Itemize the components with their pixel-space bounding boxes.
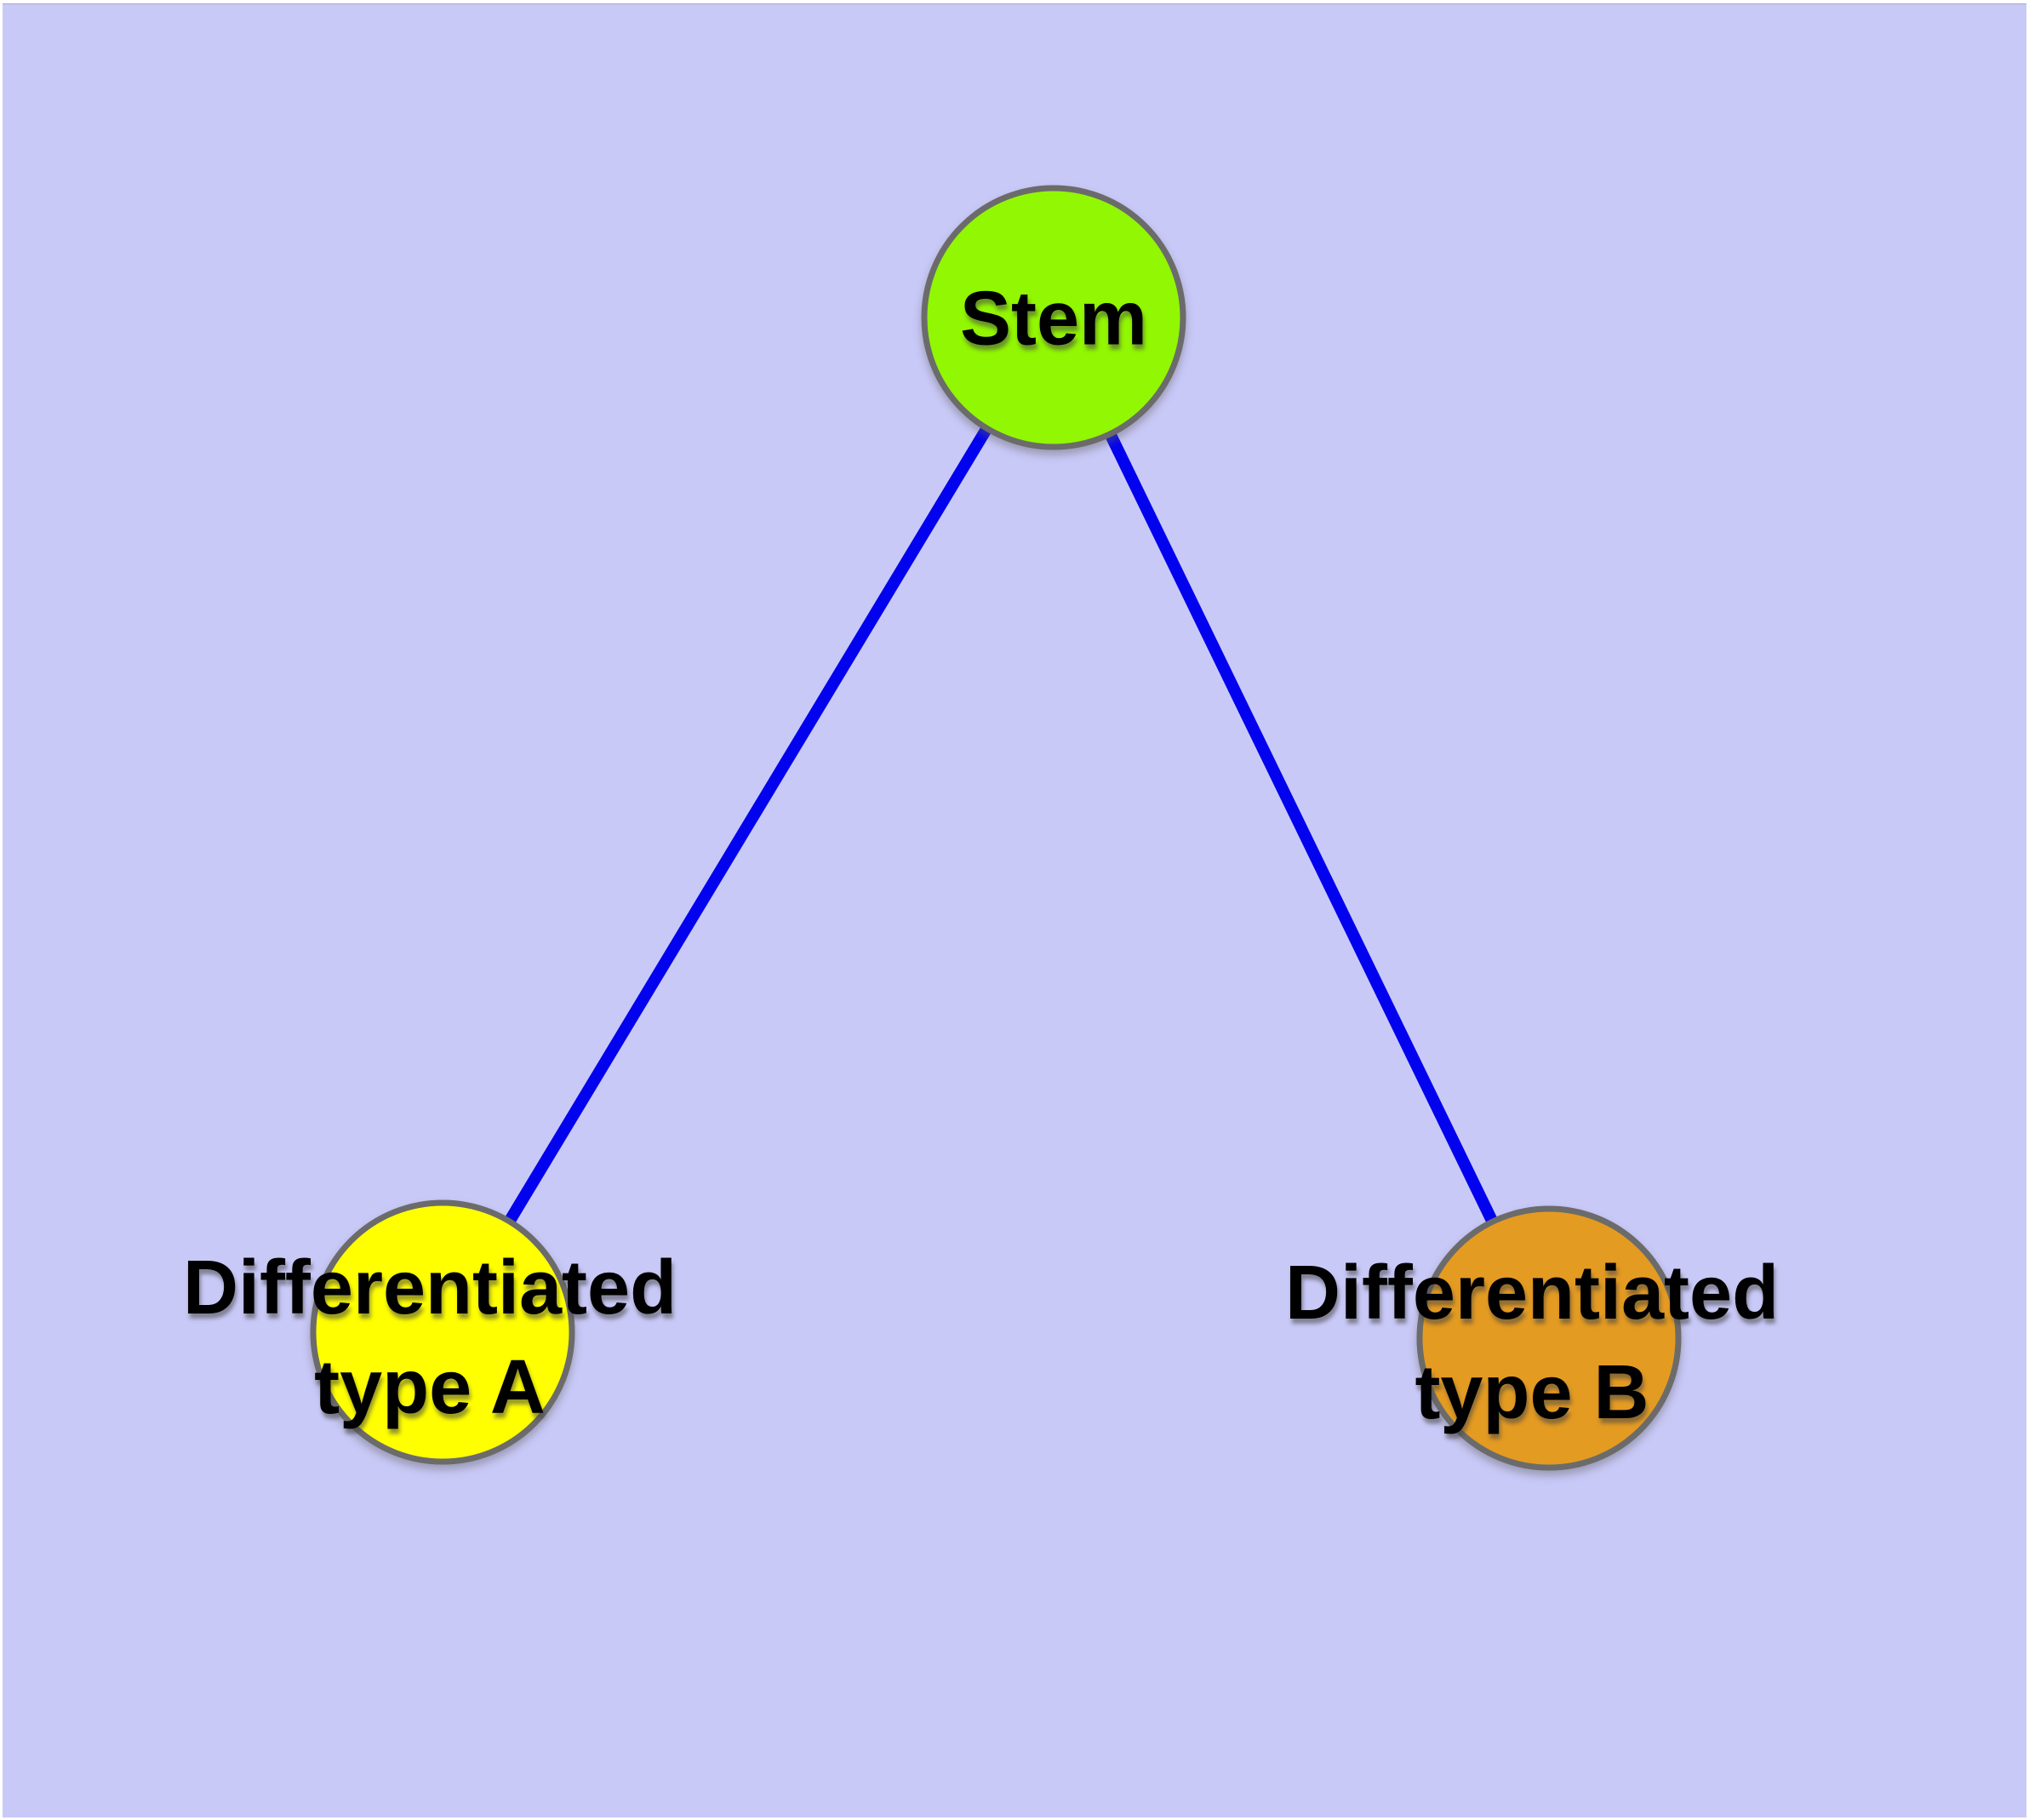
type-a-node-circle (310, 1199, 575, 1465)
stem-node-circle (921, 185, 1186, 450)
edge-stem-to-type-a (437, 314, 1059, 1336)
type-b-node-circle (1416, 1205, 1682, 1471)
edge-stem-to-type-b (1048, 314, 1555, 1342)
